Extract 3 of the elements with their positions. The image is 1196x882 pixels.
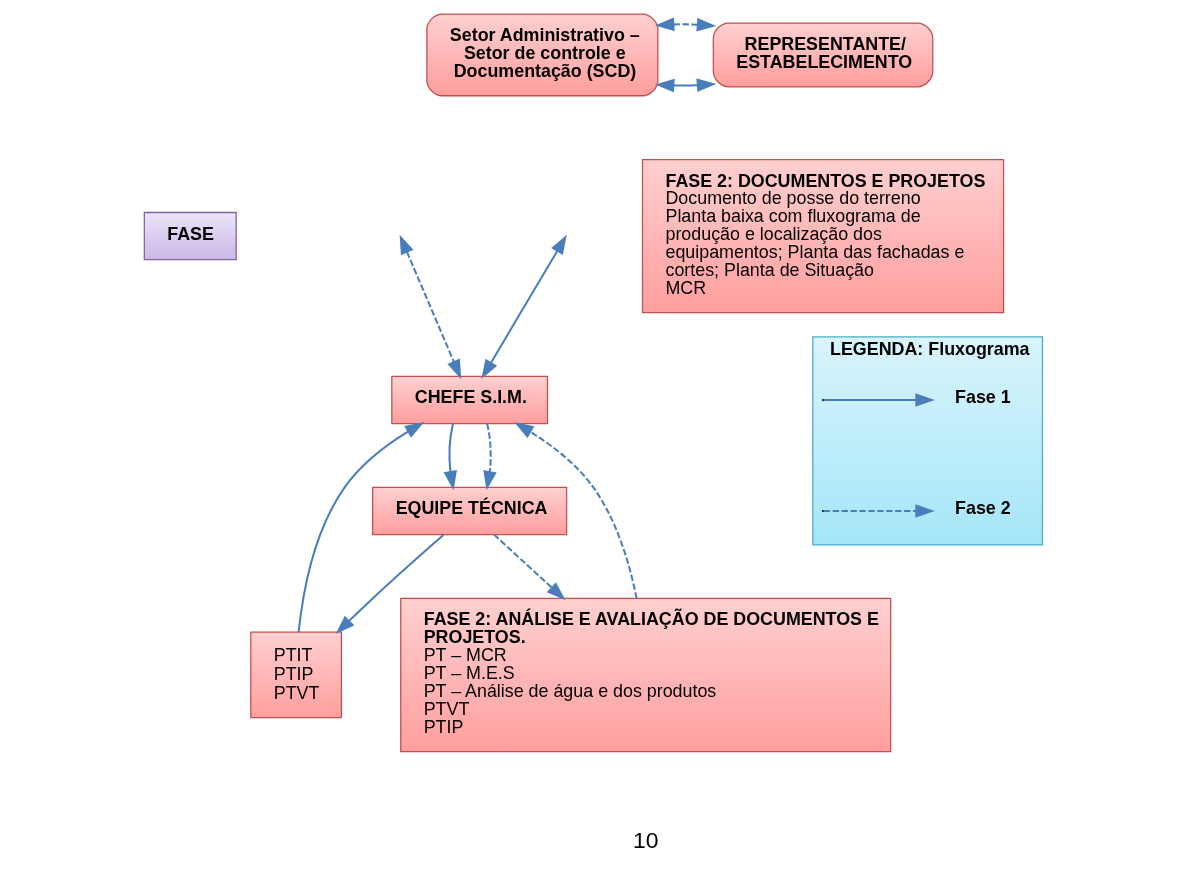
legend-label: Fase 1 — [954, 386, 1011, 407]
legend-label: Fase 2 — [954, 497, 1011, 518]
label: 10 — [632, 826, 658, 853]
